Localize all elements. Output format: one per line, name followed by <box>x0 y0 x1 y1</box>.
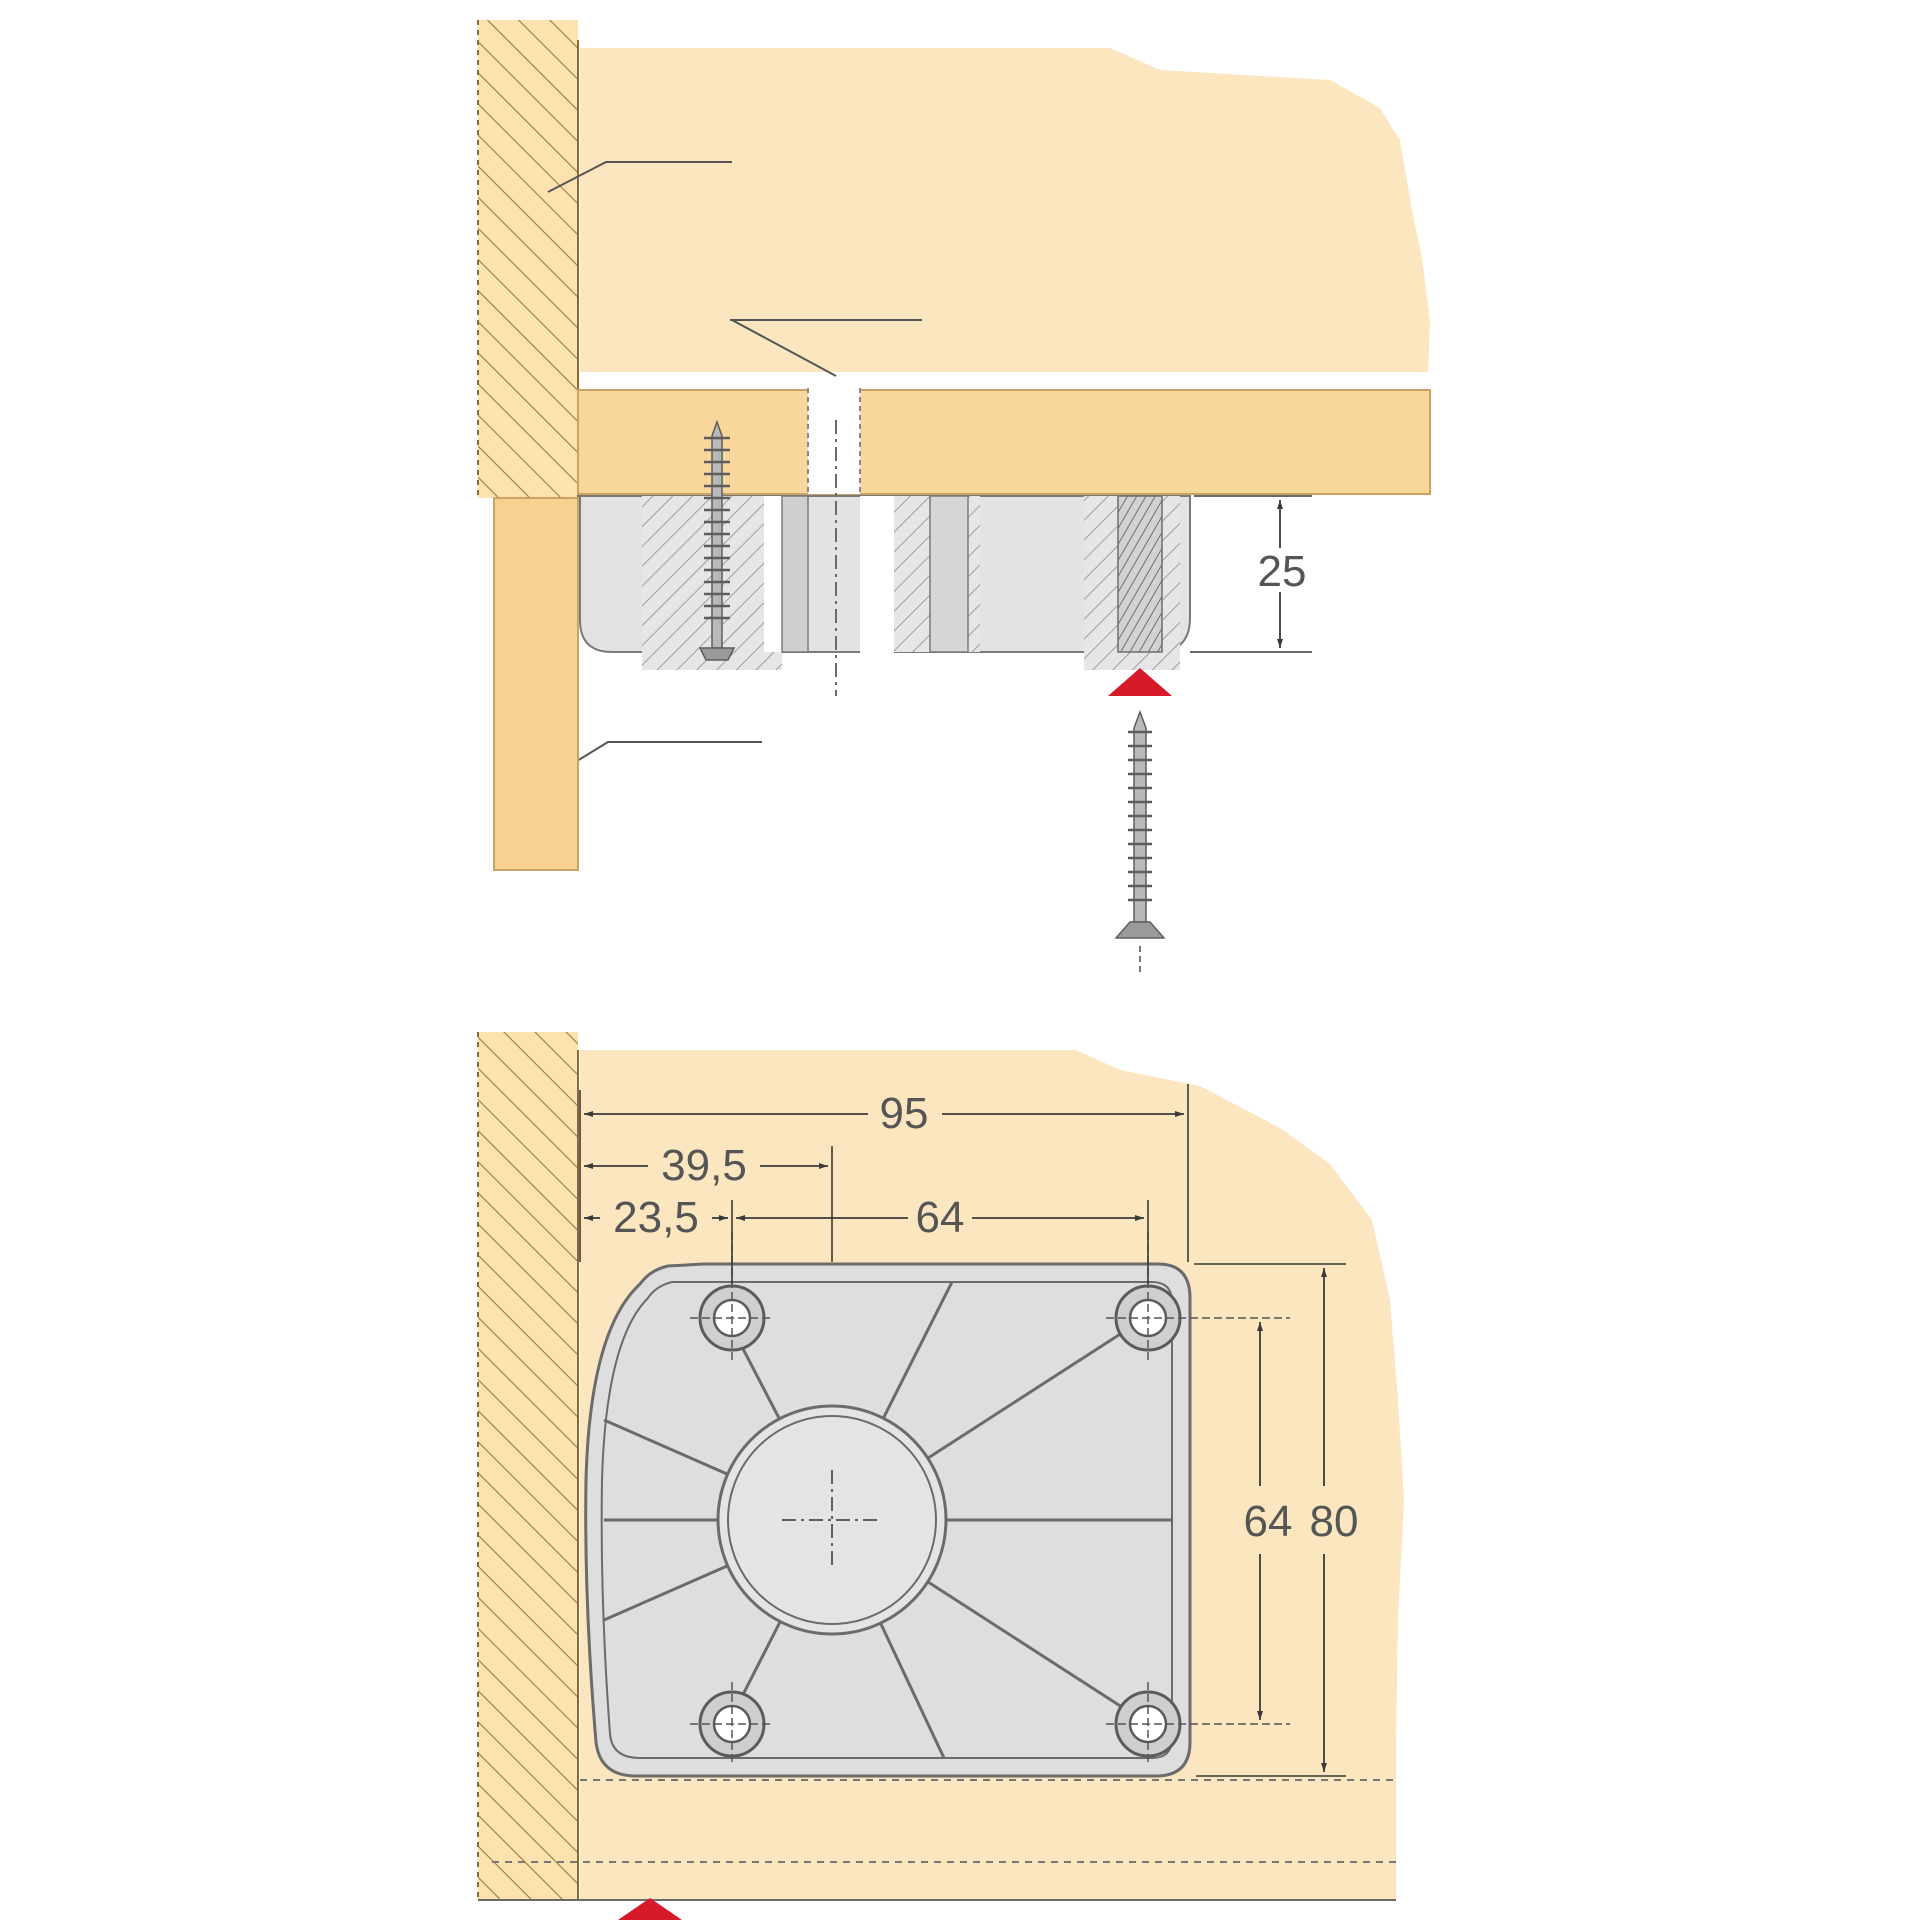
side-wall <box>478 20 578 498</box>
leader-line-back <box>547 161 732 193</box>
screw-hole-top-left-icon <box>690 1232 774 1360</box>
dimension-width-total: 95 <box>579 1084 1189 1262</box>
dimension-center-offset: 39,5 <box>584 1141 833 1262</box>
dim-39-5-label: 39,5 <box>661 1141 747 1190</box>
dimension-hole-spacing-horizontal: 64 <box>736 1193 1149 1284</box>
wood-screw-icon <box>698 419 736 661</box>
side-panel <box>493 497 579 871</box>
dim-23-5-label: 23,5 <box>613 1193 699 1242</box>
dim-64-h-label: 64 <box>916 1193 965 1242</box>
side-shelf <box>577 389 1431 495</box>
screw-hole-bottom-left-icon <box>690 1682 774 1766</box>
red-triangle-icon <box>1108 668 1172 696</box>
top-wall <box>478 1032 578 1900</box>
dim-80-label: 80 <box>1310 1497 1359 1546</box>
dimension-hole-spacing-vertical: 64 <box>1244 1322 1293 1720</box>
side-back-board <box>580 48 1430 372</box>
dim-95-label: 95 <box>880 1089 929 1138</box>
screw-hole-top-right-icon <box>1106 1232 1290 1360</box>
dimension-height: 25 <box>1190 495 1312 653</box>
dimension-height-total: 80 <box>1194 1263 1359 1777</box>
dimension-hole-offset: 23,5 <box>584 1193 733 1284</box>
side-bore-hole <box>808 388 860 494</box>
top-view: 95 39,5 23,5 64 64 <box>477 1032 1404 1920</box>
side-view: 25 <box>477 20 1431 972</box>
loose-screw-icon <box>1114 709 1166 972</box>
dim-64-v-label: 64 <box>1244 1497 1293 1546</box>
dim-25-label: 25 <box>1258 547 1307 596</box>
screw-hole-bottom-right-icon <box>1106 1682 1290 1766</box>
red-triangle-bottom-icon <box>618 1898 682 1920</box>
